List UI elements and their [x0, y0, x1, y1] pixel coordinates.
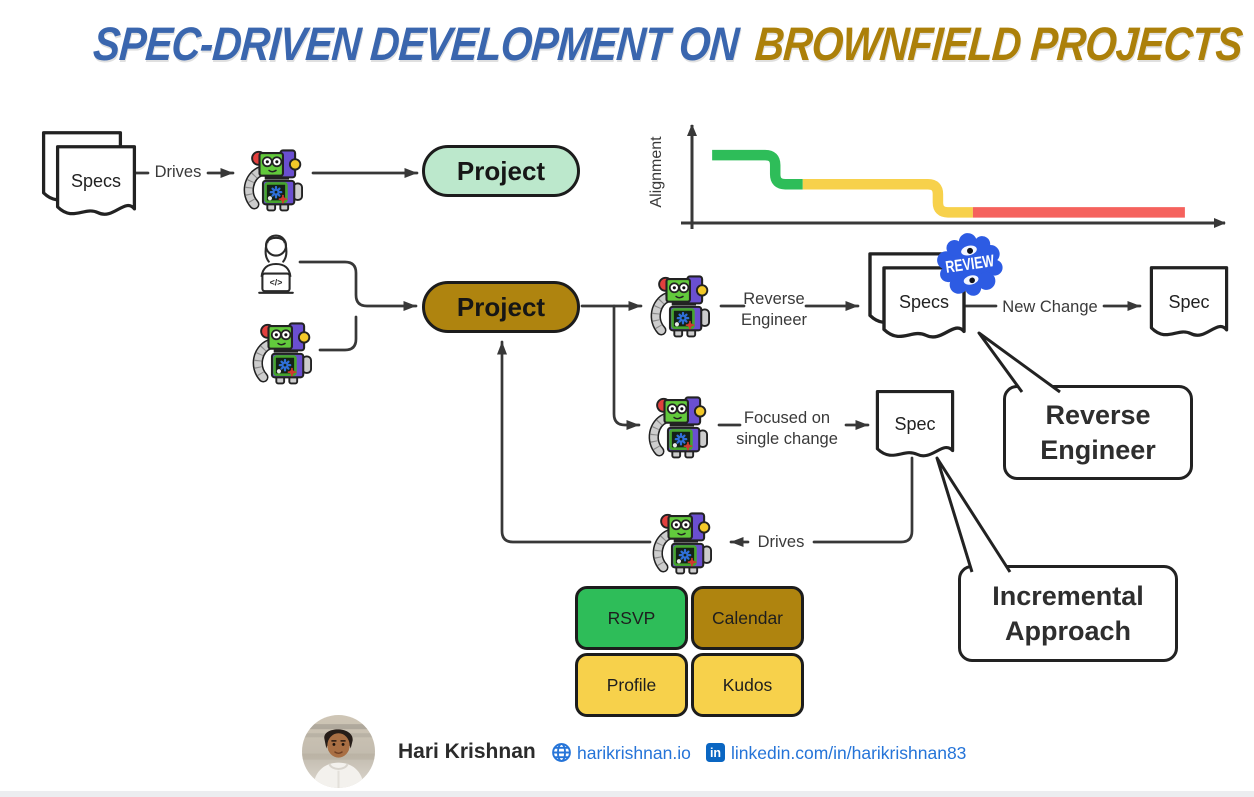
callout-tail [977, 331, 1061, 394]
linkedin-icon-text: in [709, 745, 722, 760]
drives-label-feedback: Drives [757, 533, 805, 551]
project-pill-brownfield: Project [422, 281, 580, 333]
robot-icon [250, 320, 320, 386]
project-modules-grid: RSVP Calendar Profile Kudos [575, 586, 804, 717]
eye-icon [961, 245, 977, 256]
specs-doc-label: Specs [898, 292, 950, 313]
specs-documents-reviewed: Specs [868, 252, 974, 349]
module-profile: Profile [575, 653, 688, 717]
focused-edge-label: Focused on single change [736, 409, 838, 448]
chart-step-line [712, 149, 1185, 218]
spec-document-single-change: Spec [868, 387, 962, 467]
robot-icon [646, 394, 716, 460]
robot-icon [648, 273, 718, 339]
project-pill-label: Project [456, 291, 546, 322]
avatar [302, 715, 375, 788]
project-pill-greenfield: Project [422, 145, 580, 197]
alignment-chart [681, 124, 1226, 229]
callout-reverse-engineer: Reverse Engineer [1003, 385, 1193, 480]
callout-tail [935, 456, 1012, 573]
project-pill-label: Project [456, 155, 546, 186]
linkedin-link[interactable]: linkedin.com/in/harikrishnan83 [731, 743, 967, 763]
globe-icon[interactable] [551, 742, 572, 763]
module-calendar: Calendar [691, 586, 804, 650]
review-sticker: REVIEW [937, 233, 1003, 296]
callout-incremental-approach: Incremental Approach [958, 565, 1178, 662]
bottom-edge-strip [0, 791, 1254, 797]
linkedin-icon[interactable]: in [706, 743, 725, 762]
specs-doc-label: Specs [70, 170, 122, 191]
robot-icon [241, 147, 311, 213]
module-kudos: Kudos [691, 653, 804, 717]
module-rsvp: RSVP [575, 586, 688, 650]
spec-doc-label: Spec [894, 414, 936, 435]
chart-axes [681, 124, 1226, 229]
reverse-engineer-edge-label: Reverse Engineer [740, 290, 808, 329]
specs-documents-top: Specs [41, 131, 144, 226]
new-change-edge-label: New Change [1002, 298, 1098, 316]
drives-label-top: Drives [154, 163, 202, 181]
eye-icon [963, 275, 979, 285]
spec-doc-label: Spec [1168, 291, 1210, 312]
author-name: Hari Krishnan [398, 740, 536, 763]
avatar-photo [302, 715, 375, 788]
website-link[interactable]: harikrishnan.io [577, 743, 691, 763]
spec-document-new: Spec [1142, 263, 1236, 347]
robot-icon [650, 510, 720, 576]
developer-icon [252, 232, 300, 296]
